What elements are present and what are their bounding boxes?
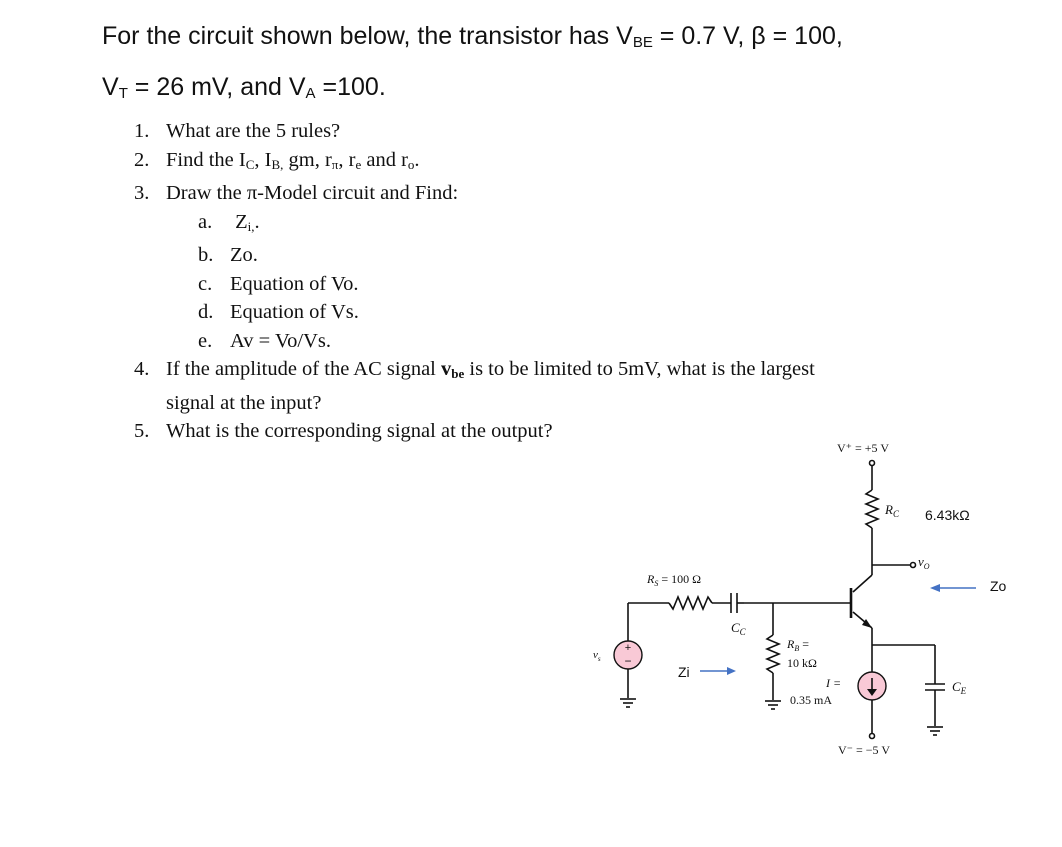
current-label: I = xyxy=(825,676,841,690)
question-number: 2. xyxy=(134,148,150,171)
zi-label: Zi xyxy=(678,664,690,680)
vo-label: vO xyxy=(918,554,930,571)
heading-text: =100. xyxy=(315,73,386,101)
emitter-arrow-icon xyxy=(862,619,872,628)
zi-arrow-icon xyxy=(700,667,736,675)
sub-question-text: Av = Vo/Vs. xyxy=(230,329,331,352)
question-3d: d. Equation of Vs. xyxy=(134,298,994,327)
sub-question-text: Zo. xyxy=(230,244,258,266)
question-text: Find the IC, IB, gm, rπ, re and ro. xyxy=(166,148,420,172)
question-3b: b. Zo. xyxy=(134,241,994,270)
voltage-source-vs: + − xyxy=(613,640,643,670)
ce-label: CE xyxy=(952,679,967,696)
sub-question-letter: e. xyxy=(198,329,213,352)
rb-value: 10 kΩ xyxy=(787,656,817,670)
rb-resistor xyxy=(764,634,782,674)
question-text: What is the corresponding signal at the … xyxy=(166,420,553,442)
rs-label: RS = 100 Ω xyxy=(646,572,701,588)
question-5: 5. What is the corresponding signal at th… xyxy=(134,417,994,446)
heading-text: V xyxy=(102,73,119,101)
question-3a: a. Zi,. xyxy=(134,208,994,242)
circuit-wires xyxy=(627,459,945,740)
question-text: Draw the π-Model circuit and Find: xyxy=(166,182,459,204)
current-value: 0.35 mA xyxy=(790,693,832,707)
ground-icon xyxy=(765,700,781,710)
svg-text:−: − xyxy=(624,654,631,668)
question-number: 5. xyxy=(134,420,150,442)
question-number: 3. xyxy=(134,182,150,204)
heading-text: For the circuit shown below, the transis… xyxy=(102,22,633,50)
rc-resistor xyxy=(863,489,881,529)
sub-question-letter: c. xyxy=(198,272,213,295)
svg-text:+: + xyxy=(625,642,631,654)
heading-text: = 26 mV, and V xyxy=(127,73,306,101)
vminus-label: V⁻ = −5 V xyxy=(838,743,890,757)
vplus-label: V⁺ = +5 V xyxy=(837,441,889,455)
sub-question-letter: a. xyxy=(198,210,213,233)
question-3e: e. Av = Vo/Vs. xyxy=(134,327,994,356)
rs-resistor xyxy=(668,594,713,612)
question-3: 3. Draw the π-Model circuit and Find: xyxy=(134,179,994,208)
ground-icon xyxy=(927,726,943,736)
sub-question-text: Equation of Vs. xyxy=(230,301,359,323)
cc-label: CC xyxy=(731,620,747,637)
heading-subscript: T xyxy=(118,85,128,102)
question-4-continued: signal at the input? xyxy=(134,389,994,418)
sub-question-text: Equation of Vo. xyxy=(230,272,359,295)
ground-symbols xyxy=(620,698,943,736)
heading-subscript: A xyxy=(305,85,316,102)
problem-statement-line-2: VT = 26 mV, and VA =100. xyxy=(102,65,1022,116)
question-text: signal at the input? xyxy=(166,391,322,414)
heading-text: = 0.7 V, β = 100, xyxy=(652,22,843,50)
question-number: 4. xyxy=(134,358,150,380)
rc-label: RC xyxy=(884,502,900,519)
problem-statement-line-1: For the circuit shown below, the transis… xyxy=(102,14,1022,65)
question-text: What are the 5 rules? xyxy=(166,120,341,142)
zo-arrow-icon xyxy=(930,584,976,592)
question-number: 1. xyxy=(134,120,150,142)
question-list: 1. What are the 5 rules? 2. Find the IC, I… xyxy=(134,117,994,446)
question-1: 1. What are the 5 rules? xyxy=(134,117,994,146)
zo-label: Zo xyxy=(990,578,1007,594)
question-3c: c. Equation of Vo. xyxy=(134,270,994,299)
vo-terminal xyxy=(909,561,917,569)
vs-label: vs xyxy=(593,649,601,663)
sub-question-letter: d. xyxy=(198,301,214,323)
question-2: 2. Find the IC, IB, gm, rπ, re and ro. xyxy=(134,146,994,180)
problem-statement: For the circuit shown below, the transis… xyxy=(102,14,1022,116)
sub-question-letter: b. xyxy=(198,244,214,266)
ground-icon xyxy=(620,698,636,708)
vplus-terminal xyxy=(868,459,876,467)
rb-label: RB = xyxy=(786,637,809,653)
heading-subscript: BE xyxy=(632,34,653,51)
current-source-i xyxy=(857,671,887,701)
vminus-terminal xyxy=(868,732,876,740)
sub-question-text: Zi,. xyxy=(235,210,260,234)
question-4: 4. If the amplitude of the AC signal vbe … xyxy=(134,355,994,389)
collector-lead xyxy=(852,574,873,593)
rc-value: 6.43kΩ xyxy=(925,507,970,523)
question-text: If the amplitude of the AC signal vbe is… xyxy=(166,358,815,381)
